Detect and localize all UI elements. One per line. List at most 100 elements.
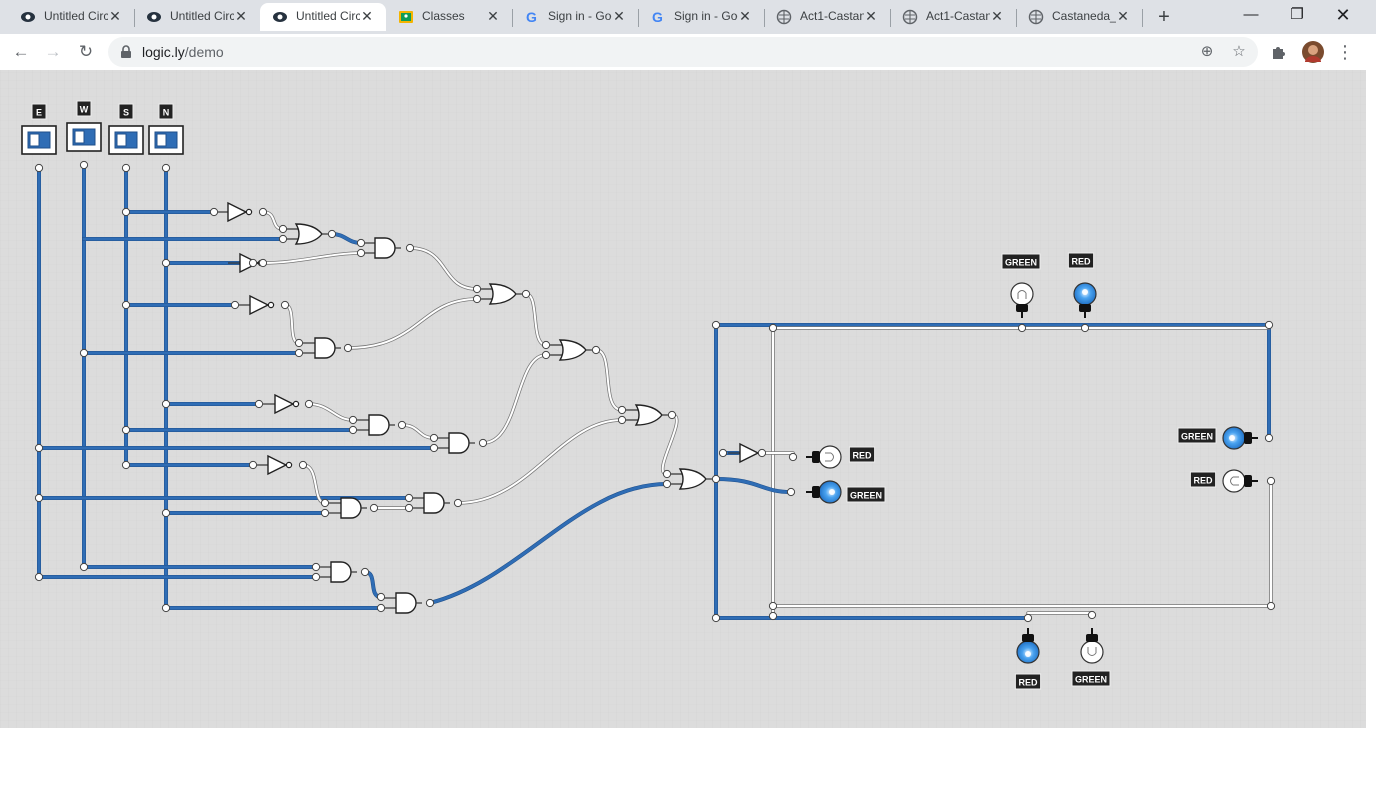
connection-node[interactable] xyxy=(121,207,131,217)
connection-node[interactable] xyxy=(376,603,386,613)
unlit-light-bulb-icon[interactable] xyxy=(806,445,842,469)
forward-arrow-icon[interactable]: → xyxy=(44,42,62,61)
and-gate[interactable] xyxy=(301,337,341,359)
connection-node[interactable] xyxy=(1023,613,1033,623)
connection-node[interactable] xyxy=(34,163,44,173)
unlit-light-bulb-icon[interactable] xyxy=(1010,282,1034,318)
connection-node[interactable] xyxy=(34,493,44,503)
connection-node[interactable] xyxy=(429,443,439,453)
tab-close-icon[interactable]: ✕ xyxy=(487,8,499,24)
connection-node[interactable] xyxy=(79,160,89,170)
connection-node[interactable] xyxy=(667,410,677,420)
browser-tab[interactable]: Classes✕ xyxy=(386,3,512,31)
connection-node[interactable] xyxy=(304,399,314,409)
menu-kebab-icon[interactable]: ⋮ xyxy=(1336,42,1354,62)
browser-tab[interactable]: Act1-Castaneda✕ xyxy=(764,3,890,31)
connection-node[interactable] xyxy=(662,479,672,489)
or-gate[interactable] xyxy=(624,404,668,426)
connection-node[interactable] xyxy=(405,243,415,253)
lit-light-bulb-icon[interactable] xyxy=(806,480,842,504)
wire[interactable] xyxy=(714,477,793,494)
or-gate[interactable] xyxy=(548,339,592,361)
connection-node[interactable] xyxy=(478,438,488,448)
tab-close-icon[interactable]: ✕ xyxy=(865,8,877,24)
connection-node[interactable] xyxy=(617,415,627,425)
wire[interactable] xyxy=(307,402,355,422)
extensions-puzzle-icon[interactable] xyxy=(1270,43,1288,61)
connection-node[interactable] xyxy=(348,425,358,435)
toggle-switch[interactable] xyxy=(108,125,144,155)
connection-node[interactable] xyxy=(34,572,44,582)
address-bar[interactable]: logic.ly/demo ⊕ ☆ xyxy=(108,37,1258,67)
connection-node[interactable] xyxy=(121,460,131,470)
connection-node[interactable] xyxy=(230,300,240,310)
connection-node[interactable] xyxy=(161,163,171,173)
wire[interactable] xyxy=(481,353,548,445)
back-arrow-icon[interactable]: ← xyxy=(12,42,30,61)
connection-node[interactable] xyxy=(79,348,89,358)
connection-node[interactable] xyxy=(254,399,264,409)
and-gate[interactable] xyxy=(317,561,357,583)
connection-node[interactable] xyxy=(1087,610,1097,620)
connection-node[interactable] xyxy=(327,229,337,239)
tab-close-icon[interactable]: ✕ xyxy=(613,8,625,24)
and-gate[interactable] xyxy=(355,414,395,436)
browser-tab[interactable]: Untitled Circuit✕ xyxy=(8,3,134,31)
wire[interactable] xyxy=(408,246,479,291)
connection-node[interactable] xyxy=(711,320,721,330)
lit-light-bulb-icon[interactable] xyxy=(1073,282,1097,318)
connection-node[interactable] xyxy=(161,603,171,613)
not-gate[interactable] xyxy=(263,393,300,415)
avatar[interactable] xyxy=(1301,40,1325,64)
connection-node[interactable] xyxy=(1017,323,1027,333)
connection-node[interactable] xyxy=(343,343,353,353)
connection-node[interactable] xyxy=(294,338,304,348)
tab-close-icon[interactable]: ✕ xyxy=(991,8,1003,24)
connection-node[interactable] xyxy=(472,294,482,304)
browser-tab[interactable]: Untitled Circuit✕ xyxy=(260,3,386,31)
close-window-icon[interactable]: ✕ xyxy=(1335,5,1351,25)
toggle-switch[interactable] xyxy=(148,125,184,155)
connection-node[interactable] xyxy=(425,598,435,608)
connection-node[interactable] xyxy=(369,503,379,513)
wire[interactable] xyxy=(456,418,624,505)
connection-node[interactable] xyxy=(788,452,798,462)
connection-node[interactable] xyxy=(209,207,219,217)
connection-node[interactable] xyxy=(472,284,482,294)
connection-node[interactable] xyxy=(258,258,268,268)
connection-node[interactable] xyxy=(1266,601,1276,611)
connection-node[interactable] xyxy=(1264,320,1274,330)
or-gate[interactable] xyxy=(668,468,712,490)
connection-node[interactable] xyxy=(718,448,728,458)
wire[interactable] xyxy=(346,297,479,350)
lit-light-bulb-icon[interactable] xyxy=(1016,628,1040,664)
connection-node[interactable] xyxy=(617,405,627,415)
connection-node[interactable] xyxy=(278,224,288,234)
and-gate[interactable] xyxy=(327,497,367,519)
not-gate[interactable] xyxy=(216,201,253,223)
connection-node[interactable] xyxy=(404,503,414,513)
browser-tab[interactable]: Act1-Castaneda✕ xyxy=(890,3,1016,31)
connection-node[interactable] xyxy=(1266,476,1276,486)
connection-node[interactable] xyxy=(757,448,767,458)
connection-node[interactable] xyxy=(768,323,778,333)
connection-node[interactable] xyxy=(161,258,171,268)
connection-node[interactable] xyxy=(248,460,258,470)
not-gate[interactable] xyxy=(256,454,293,476)
unlit-light-bulb-icon[interactable] xyxy=(1080,628,1104,664)
tab-close-icon[interactable]: ✕ xyxy=(235,8,247,24)
connection-node[interactable] xyxy=(356,248,366,258)
connection-node[interactable] xyxy=(258,207,268,217)
connection-node[interactable] xyxy=(662,469,672,479)
reload-icon[interactable]: ↻ xyxy=(78,42,94,61)
connection-node[interactable] xyxy=(711,474,721,484)
connection-node[interactable] xyxy=(34,443,44,453)
wire[interactable] xyxy=(428,482,669,605)
connection-node[interactable] xyxy=(404,493,414,503)
tab-close-icon[interactable]: ✕ xyxy=(739,8,751,24)
new-tab-button[interactable]: + xyxy=(1158,6,1170,28)
minimize-icon[interactable]: — xyxy=(1243,6,1259,23)
